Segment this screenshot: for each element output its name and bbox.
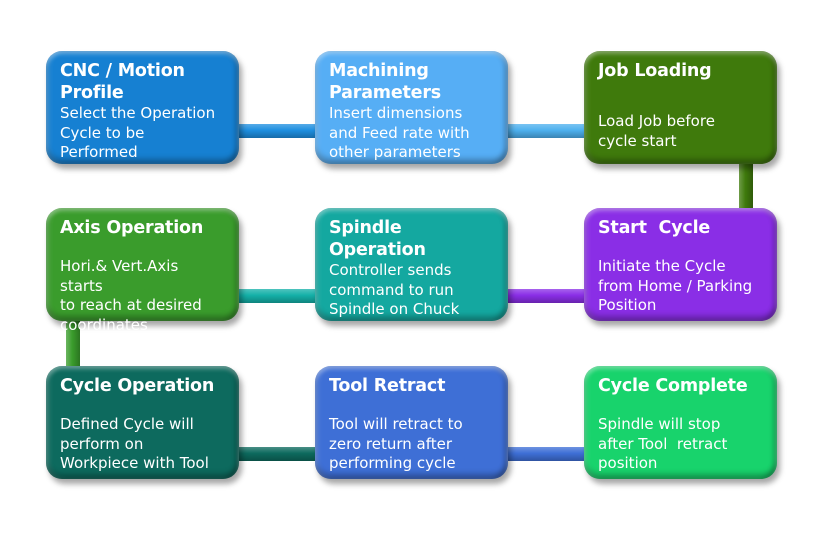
step-desc-line: Initiate the Cycle	[598, 257, 726, 275]
connector-axis-to-cycle-operation	[66, 318, 80, 372]
step-title-line: Cycle Complete	[598, 376, 748, 396]
step-title: Machining Parameters	[329, 60, 494, 104]
step-title-line: Profile	[60, 83, 124, 103]
step-desc-line: position	[598, 454, 658, 472]
step-desc-line: cycle start	[598, 131, 677, 150]
step-title-line: Job Loading	[598, 61, 712, 81]
step-desc-line: performing cycle	[329, 454, 456, 472]
step-desc-line: to reach at desired	[60, 296, 202, 314]
step-title: CNC / Motion Profile	[60, 60, 225, 104]
step-title: Cycle Complete	[598, 375, 763, 397]
step-title: Start Cycle	[598, 217, 763, 239]
step-machining-parameters: Machining Parameters Insert dimensions a…	[315, 51, 508, 164]
step-title-line: Operation	[329, 240, 426, 260]
step-desc-line: after Tool retract	[598, 434, 728, 453]
connector-job-loading-to-start-cycle	[739, 162, 753, 216]
step-desc-line: Spindle will stop	[598, 415, 721, 433]
step-spindle-operation: Spindle Operation Controller sends comma…	[315, 208, 508, 321]
step-title: Axis Operation	[60, 217, 225, 239]
step-description: Insert dimensions and Feed rate with oth…	[329, 104, 494, 163]
step-title: Cycle Operation	[60, 375, 225, 397]
step-title-line: CNC / Motion	[60, 61, 185, 81]
step-desc-line: command to run	[329, 280, 454, 299]
step-desc-line: Tool will retract to	[329, 415, 463, 433]
step-description: Initiate the Cycle from Home / Parking P…	[598, 257, 763, 316]
step-title-line: Spindle	[329, 218, 402, 238]
step-title-line: Machining	[329, 61, 429, 81]
step-title-line: Axis Operation	[60, 218, 204, 238]
step-desc-line: zero return after	[329, 434, 453, 453]
step-title-line: Tool Retract	[329, 376, 446, 396]
step-desc-line: Load Job before	[598, 112, 715, 130]
step-desc-line: Position	[598, 296, 657, 314]
step-desc-line: coordinates	[60, 315, 148, 334]
step-description: Hori.& Vert.Axis starts to reach at desi…	[60, 257, 225, 335]
step-description: Select the Operation Cycle to be Perform…	[60, 104, 225, 163]
step-description: Defined Cycle will perform on Workpiece …	[60, 415, 225, 474]
step-cnc-motion-profile: CNC / Motion Profile Select the Operatio…	[46, 51, 239, 164]
step-job-loading: Job Loading Load Job before cycle start	[584, 51, 777, 164]
step-description: Controller sends command to run Spindle …	[329, 261, 494, 320]
step-desc-line: Select the Operation	[60, 104, 216, 122]
step-desc-line: other parameters	[329, 143, 461, 161]
step-title: Spindle Operation	[329, 217, 494, 261]
step-desc-line: Cycle to be	[60, 123, 145, 142]
step-desc-line: and Feed rate with	[329, 123, 470, 142]
connector-start-cycle-to-spindle	[505, 289, 591, 303]
step-title-line: Parameters	[329, 83, 441, 103]
step-cycle-complete: Cycle Complete Spindle will stop after T…	[584, 366, 777, 479]
step-title-line: Start Cycle	[598, 218, 711, 238]
step-desc-line: Insert dimensions	[329, 104, 463, 122]
step-title-line: Cycle Operation	[60, 376, 215, 396]
step-title: Job Loading	[598, 60, 763, 82]
connector-cycle-operation-to-tool-retract	[236, 447, 322, 461]
step-desc-line: from Home / Parking	[598, 276, 753, 295]
step-cycle-operation: Cycle Operation Defined Cycle will perfo…	[46, 366, 239, 479]
connector-spindle-to-axis	[236, 289, 322, 303]
step-description: Tool will retract to zero return after p…	[329, 415, 494, 474]
step-description: Spindle will stop after Tool retract pos…	[598, 415, 763, 474]
step-desc-line: Spindle on Chuck	[329, 300, 460, 318]
connector-tool-retract-to-cycle-complete	[505, 447, 591, 461]
step-desc-line: perform on	[60, 434, 144, 453]
step-desc-line: Controller sends	[329, 261, 452, 279]
step-desc-line: Hori.& Vert.Axis starts	[60, 257, 179, 295]
connector-cnc-to-machining	[236, 124, 322, 138]
step-description: Load Job before cycle start	[598, 112, 763, 151]
step-start-cycle: Start Cycle Initiate the Cycle from Home…	[584, 208, 777, 321]
step-tool-retract: Tool Retract Tool will retract to zero r…	[315, 366, 508, 479]
step-desc-line: Performed	[60, 143, 138, 161]
step-axis-operation: Axis Operation Hori.& Vert.Axis starts t…	[46, 208, 239, 334]
connector-machining-to-job-loading	[505, 124, 591, 138]
step-desc-line: Workpiece with Tool	[60, 454, 209, 472]
step-desc-line: Defined Cycle will	[60, 415, 194, 433]
step-title: Tool Retract	[329, 375, 494, 397]
